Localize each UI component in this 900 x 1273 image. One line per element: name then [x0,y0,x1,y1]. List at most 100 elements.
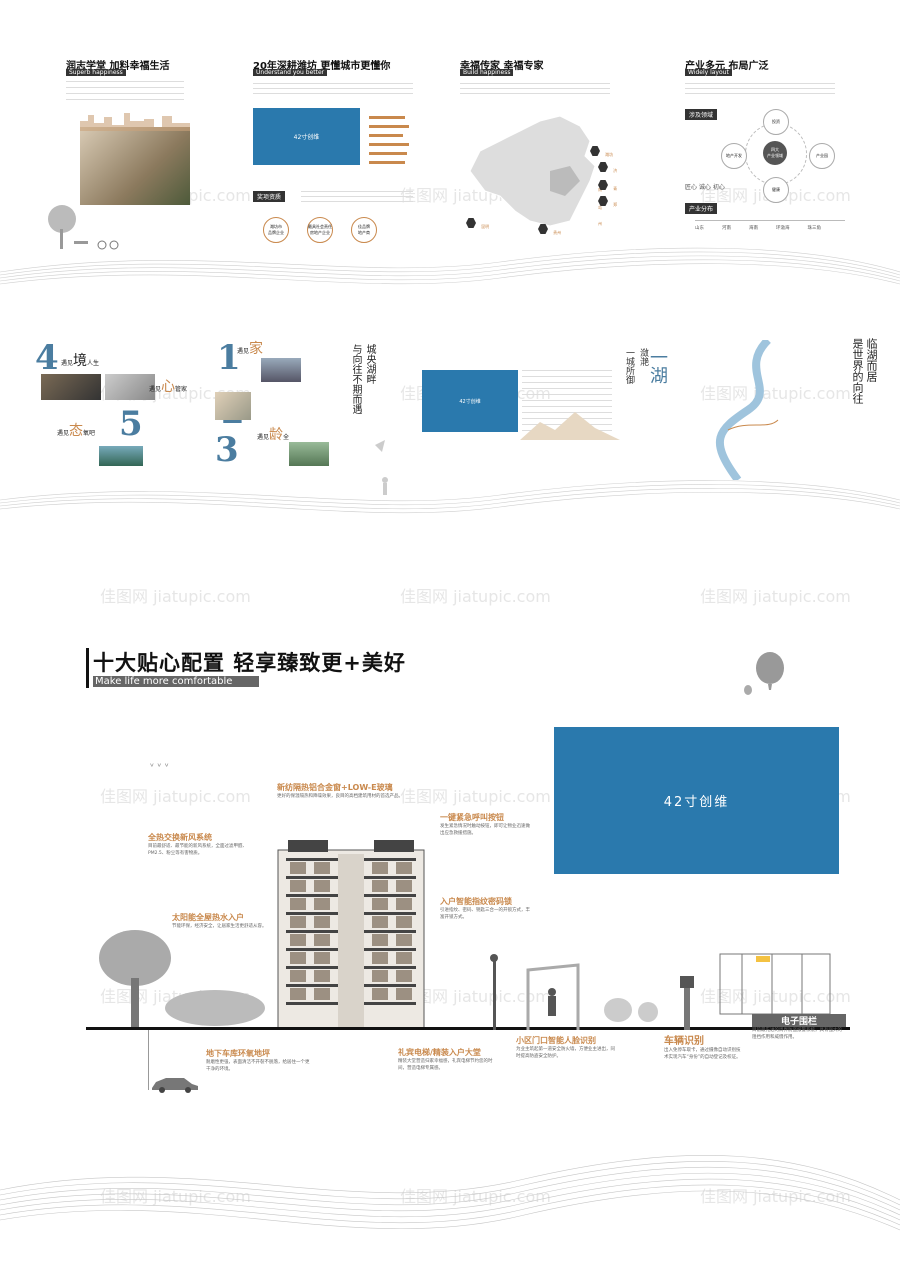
tree-illustration [99,930,265,1028]
connector-line [148,1030,149,1090]
city-marker: 潍坊 [590,141,613,160]
feature-face-recognition: 小区门口智能人脸识别 为业主筑起第一道安全防火墙，方便业主进出，同时提高防盗安全… [516,1035,616,1060]
vertical-slogan-right: 临湖而居是世界的向往 [851,338,878,404]
panel-history: 20年深耕潍坊 更懂城市更懂你 Understand you better 42… [253,57,423,257]
feature-elevator-lobby: 礼宾电梯/精装入户大堂 精装大堂营造归家幸福感，礼宾电梯节约您的时间，营造电梯专… [398,1047,498,1072]
feature-title: 入户智能指纹密码锁 [440,897,512,906]
award-text [301,191,413,203]
page-title: 十大贴心配置 轻享臻致更+美好 [93,651,406,675]
vertical-slogan-left: 一湖潋滟一城所御 [624,348,668,384]
panel-education: 润志学堂 加料幸福生活 Superb happiness [48,57,226,257]
timeline-list [369,116,411,164]
distribution-item: 海南 [749,226,758,231]
car-icon [152,1078,198,1093]
panel-encounters: 4 遇见境人生 1 遇见家 遇见心管家 2 3 遇见龄全 遇见态氧吧 5 [35,338,335,478]
panel-subtitle: Build happiness [460,69,514,76]
feature-garage-floor: 地下车库环氧地坪 耐磨性更强，表面清洁不开裂不脱落，给居住一个更干净的环境。 [206,1048,312,1073]
feature-title: 小区门口智能人脸识别 [516,1036,596,1045]
room-photo [105,374,155,400]
river-illustration [716,340,779,480]
distribution-item: 环渤海 [776,226,790,231]
building-illustration [277,840,425,1028]
kite-child-illustration [375,440,388,495]
feature-title: 电子围栏 [752,1014,846,1027]
feature-label: 遇见心管家 [149,379,188,395]
tv-screen-placeholder: 42寸创维 [253,108,360,165]
feature-ventilation: 全热交换新风系统 目前最舒适、最节能的新风系统，全面过滤甲醛、PM2.5、粉尘等… [148,832,248,857]
feature-emergency-button: 一键紧急呼叫按钮 发生紧急情况时触动按钮，即可让物业迅速做出应急救援措施。 [440,812,530,837]
feature-label: 遇见态氧吧 [57,423,96,439]
panel-title: 幸福传家 幸福专家 [460,61,544,72]
distribution-item: 山东 [695,226,704,231]
feature-title: 太阳能全屋热水入户 [172,913,244,922]
feature-title: 地下车库环氧地坪 [206,1049,270,1058]
feature-desc: 更好的保温隔热和降噪效果，良目的高档建筑用材的首选产品。 [277,794,403,799]
feature-number: 3 [215,430,239,470]
wave-decoration [0,1155,900,1231]
wave-decoration [0,247,900,285]
slogan: 匠心 诚心 初心 [685,184,725,191]
ground-line [86,1027,850,1030]
family-photo [80,127,190,205]
panel-title: 润志学堂 加料幸福生活 [66,61,170,72]
lobby-photo [41,374,101,400]
distribution-item: 河南 [722,226,731,231]
panel-subtitle: Widely layout [685,69,732,76]
feature-title: 新纺隔热铝合金窗+LOW-E玻璃 [277,783,393,792]
domain-node: 地产开发 [721,143,747,169]
distribution-tag: 产业分布 [685,203,718,214]
vertical-slogan: 城央湖畔与向往不期而遇 [350,344,375,414]
domain-node: 健康 [763,177,789,203]
panel-title: 20年深耕潍坊 更懂城市更懂你 [253,61,391,72]
feature-window: 新纺隔热铝合金窗+LOW-E玻璃 更好的保温隔热和降噪效果，良目的高档建筑用材的… [277,782,437,800]
panel-title: 产业多元 布局广泛 [685,61,769,72]
watermark: 佳图网 jiatupic.com [100,587,251,606]
watermark: 佳图网 jiatupic.com [700,987,851,1006]
wave-decoration [0,480,900,514]
feature-desc: 精装大堂营造归家幸福感，礼宾电梯节约您的时间，营造电梯专属感。 [398,1059,493,1071]
body-text-lines [685,83,835,97]
feature-desc: 为业主筑起第一道安全防火墙，方便业主进出，同时提高防盗安全防护。 [516,1047,615,1059]
award-badges: 潍坊市 品牌企业 最具社会责任 房地产企业 佳品牌 地产商 [263,217,377,243]
award-badge: 佳品牌 地产商 [351,217,377,243]
watermark: 佳图网 jiatupic.com [700,384,851,403]
feature-desc: 节能环保，经济安全，让居家生活更舒适从容。 [172,924,267,929]
feature-desc: 耐磨性更强，表面清洁不开裂不脱落，给居住一个更干净的环境。 [206,1060,310,1072]
panel-subtitle: Understand you better [253,69,328,76]
tv-screen-placeholder: 42寸创维 [554,727,839,874]
garden-photo [289,442,329,466]
family-photo [215,392,251,420]
feature-number: 1 [217,338,241,378]
feature-electronic-fence: 电子围栏 目前最先进的周界防盗报警系统，具有强大的阻挡作用和威慑作用。 [752,1014,846,1041]
feature-solar-water: 太阳能全屋热水入户 节能环保，经济安全，让居家生活更舒适从容。 [172,912,267,930]
panel-industry: 产业多元 布局广泛 Widely layout 涉及领域 四大 产业领域 投资 … [685,57,845,257]
body-text-lines [253,83,413,97]
mountain-illustration [520,412,620,440]
city-marker: 济南 [598,157,620,195]
feature-title: 礼宾电梯/精装入户大堂 [398,1048,481,1057]
body-text-lines [460,83,610,97]
distribution-list: 山东 河南 海南 环渤海 珠三角 [695,225,821,231]
birds-icon: ᵛ ᵛ ᵛ [150,762,169,773]
feature-title: 车辆识别 [664,1036,704,1047]
panel-national: 幸福传家 幸福专家 Build happiness 潍坊 济南 青岛 郑州 昆明… [460,57,620,257]
page-subtitle: Make life more comfortable [93,676,259,687]
domain-node: 投资 [763,109,789,135]
panel-subtitle: Superb happiness [66,69,126,76]
feature-number: 4 [35,338,59,378]
watermark: 佳图网 jiatupic.com [400,787,551,806]
city-marker: 郑州 [598,191,620,229]
feature-label: 遇见家 [237,341,264,357]
feature-desc: 引进指纹、密码、钥匙三合一的开锁方式，丰富开锁方式。 [440,908,530,920]
tree-bench-illustration [48,205,119,250]
body-text-lines [66,81,184,105]
feature-title: 全热交换新风系统 [148,833,212,842]
feature-desc: 发生紧急情况时触动按钮，即可让物业迅速做出应急救援措施。 [440,824,530,836]
feature-smart-lock: 入户智能指纹密码锁 引进指纹、密码、钥匙三合一的开锁方式，丰富开锁方式。 [440,896,532,921]
watermark: 佳图网 jiatupic.com [100,787,251,806]
feature-number: 5 [119,404,143,444]
city-marker: 青岛 [598,175,620,213]
feature-title: 一键紧急呼叫按钮 [440,813,504,822]
domain-center: 四大 产业领域 [763,141,787,165]
tv-screen-placeholder: 42寸创维 [422,370,518,432]
